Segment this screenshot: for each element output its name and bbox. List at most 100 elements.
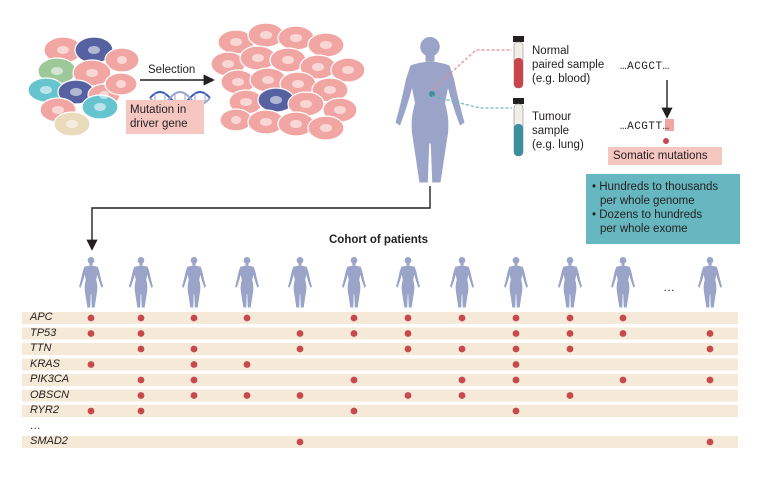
cohort-patient-11 xyxy=(611,257,635,308)
cohort-patient-3 xyxy=(182,257,206,308)
mutation-dot xyxy=(87,330,95,337)
bullet-1-line-1: • Hundreds to thousands xyxy=(592,181,719,193)
mutation-dot xyxy=(706,330,714,337)
mutation-dot xyxy=(243,361,251,368)
mutation-dot xyxy=(706,376,714,384)
gene-label: APC xyxy=(30,311,53,323)
mutation-dot xyxy=(350,330,358,337)
mutation-dot xyxy=(137,376,145,384)
mutation-dot xyxy=(512,314,520,322)
gene-row-band xyxy=(22,358,738,371)
mutation-dot xyxy=(706,438,714,446)
mutation-dot xyxy=(404,345,412,353)
cohort-patient-10 xyxy=(558,257,582,308)
cell-nuclei xyxy=(40,46,127,128)
mutation-dot xyxy=(137,330,145,337)
sequence-normal: …ACGCT… xyxy=(620,61,670,73)
mutation-dot xyxy=(190,345,198,353)
gene-row-band xyxy=(22,405,738,417)
mutation-dot xyxy=(404,330,412,337)
cohort-patient-1 xyxy=(79,257,103,308)
gene-row-band xyxy=(22,436,738,448)
mutation-dot xyxy=(190,314,198,322)
mutation-label-line2: driver gene xyxy=(130,118,188,130)
mutation-dot xyxy=(190,392,198,399)
mutation-dot xyxy=(512,345,520,353)
cohort-patient-4 xyxy=(235,257,259,308)
mutation-dot xyxy=(619,330,627,337)
gene-label: … xyxy=(30,419,41,432)
bullet-1-line-2: per whole genome xyxy=(600,195,695,207)
mutation-dot xyxy=(458,314,466,322)
patient-silhouette-large xyxy=(395,37,465,183)
gene-row-band xyxy=(22,389,738,402)
mutation-dot xyxy=(566,330,574,337)
cohort-ellipsis: … xyxy=(663,280,675,294)
gene-label: TTN xyxy=(30,342,52,354)
mutation-dot xyxy=(458,345,466,353)
mutation-dot xyxy=(619,376,627,384)
blood-tube-icon xyxy=(513,36,524,89)
gene-label: TP53 xyxy=(30,326,57,339)
gene-label: SMAD2 xyxy=(30,435,68,447)
mutation-dot xyxy=(190,361,198,368)
bullet-2-line-2: per whole exome xyxy=(600,223,688,235)
mutation-dot xyxy=(190,376,198,384)
mutation-dot xyxy=(458,392,466,399)
mutation-dot xyxy=(619,314,627,322)
cohort-patient-2 xyxy=(129,257,153,308)
gene-label: RYR2 xyxy=(30,404,59,416)
mutation-dot xyxy=(296,345,304,353)
cohort-patient-7 xyxy=(396,257,420,308)
mutation-dot xyxy=(458,376,466,384)
cohort-patient-6 xyxy=(342,257,366,308)
mutation-dot xyxy=(296,392,304,399)
connector-tumour xyxy=(431,95,512,109)
cohort-arrow xyxy=(86,186,431,251)
mutation-count-box xyxy=(586,174,740,244)
cohort-patient-9 xyxy=(504,257,528,308)
mutation-dot xyxy=(243,314,251,322)
mutation-dot xyxy=(350,407,358,415)
mutation-dot xyxy=(137,314,145,322)
normal-label-1: Normal xyxy=(532,45,570,57)
mutation-dot xyxy=(566,392,574,399)
sequence-tumour: …ACGTT… xyxy=(620,121,670,133)
gene-label: OBSCN xyxy=(30,388,70,401)
mutation-dot xyxy=(137,345,145,353)
cohort-patient-12 xyxy=(698,257,722,308)
mutation-matrix xyxy=(22,312,738,448)
cohort-patient-8 xyxy=(450,257,474,308)
tumour-label-2: sample xyxy=(532,125,570,137)
mutation-label-box xyxy=(126,100,204,134)
mutation-dot xyxy=(137,392,145,399)
selection-label: Selection xyxy=(148,64,196,76)
somatic-label-box xyxy=(608,147,722,165)
mutation-dot xyxy=(566,314,574,322)
mutation-dot xyxy=(350,376,358,384)
mutation-dot xyxy=(512,376,520,384)
normal-label-2: paired sample xyxy=(532,59,605,71)
mutation-dot xyxy=(512,330,520,337)
cell-nuclei-selected xyxy=(222,31,354,132)
bullet-2-line-1: • Dozens to hundreds xyxy=(592,209,703,221)
gene-row-band xyxy=(22,312,738,324)
mutation-dot xyxy=(404,392,412,399)
mutation-dot xyxy=(663,138,669,144)
mutation-dot xyxy=(137,407,145,415)
gene-label: KRAS xyxy=(30,357,60,370)
mutation-dot xyxy=(512,361,520,368)
mutation-dot xyxy=(87,361,95,368)
mutation-dot xyxy=(296,330,304,337)
mutated-base-highlight xyxy=(665,119,674,131)
mutation-dot xyxy=(404,314,412,322)
gene-row-band xyxy=(22,343,738,355)
tumour-tube-icon xyxy=(513,98,524,157)
mutation-dot xyxy=(87,314,95,322)
mutation-dot xyxy=(706,345,714,353)
mutation-dot xyxy=(243,392,251,399)
cohort-title: Cohort of patients xyxy=(329,234,429,246)
gene-row-band xyxy=(22,327,738,340)
mutation-dot xyxy=(566,345,574,353)
